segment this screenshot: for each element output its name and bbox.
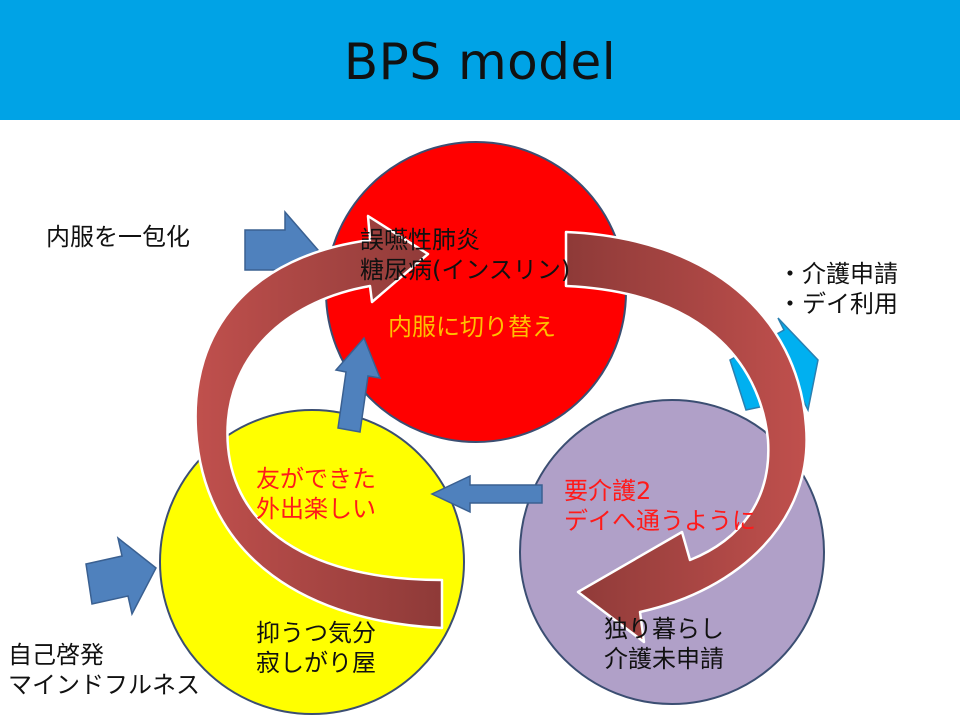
block-arrow-bottom-left (85, 536, 157, 617)
bio-note-text: 内服に切り替え (388, 313, 556, 341)
curved-arrow-right (564, 230, 808, 644)
side-label-bottom-left-line-2: マインドフルネス (8, 671, 200, 699)
bio-label-line-1: 誤嚥性肺炎 (360, 226, 480, 254)
side-label-top-left-text: 内服を一包化 (46, 223, 190, 251)
block-arrow-social-to-psycho (430, 474, 543, 514)
side-label-top-right-line-2: ・デイ利用 (778, 290, 898, 318)
side-label-top-left: 内服を一包化 (46, 222, 190, 252)
curved-arrow-left (194, 214, 444, 630)
psycho-label-line-1: 抑うつ気分 (256, 619, 376, 647)
social-note: 要介護2 デイへ通うように (564, 476, 756, 536)
side-label-top-right: ・介護申請 ・デイ利用 (778, 259, 898, 319)
title-bar: BPS model (0, 0, 960, 120)
social-label-line-1: 独り暮らし (604, 615, 724, 643)
bps-diagram (85, 141, 825, 715)
social-note-line-2: デイへ通うように (564, 507, 756, 535)
social-label: 独り暮らし 介護未申請 (604, 614, 724, 674)
side-label-bottom-left: 自己啓発 マインドフルネス (8, 640, 200, 700)
bio-label: 誤嚥性肺炎 糖尿病(インスリン) (360, 225, 570, 285)
psycho-note-line-2: 外出楽しい (256, 495, 376, 523)
psycho-label: 抑うつ気分 寂しがり屋 (256, 618, 376, 678)
block-arrow-psycho-to-bio (334, 336, 382, 433)
psycho-label-line-2: 寂しがり屋 (256, 649, 376, 677)
psycho-note-line-1: 友ができた (256, 465, 376, 493)
side-label-bottom-left-line-1: 自己啓発 (8, 641, 104, 669)
psycho-note: 友ができた 外出楽しい (256, 464, 376, 524)
page-title: BPS model (343, 33, 617, 91)
social-note-line-1: 要介護2 (564, 477, 652, 505)
bio-note: 内服に切り替え (388, 312, 556, 342)
bio-label-line-2: 糖尿病(インスリン) (360, 256, 571, 284)
social-label-line-2: 介護未申請 (604, 645, 724, 673)
side-label-top-right-line-1: ・介護申請 (778, 260, 898, 288)
